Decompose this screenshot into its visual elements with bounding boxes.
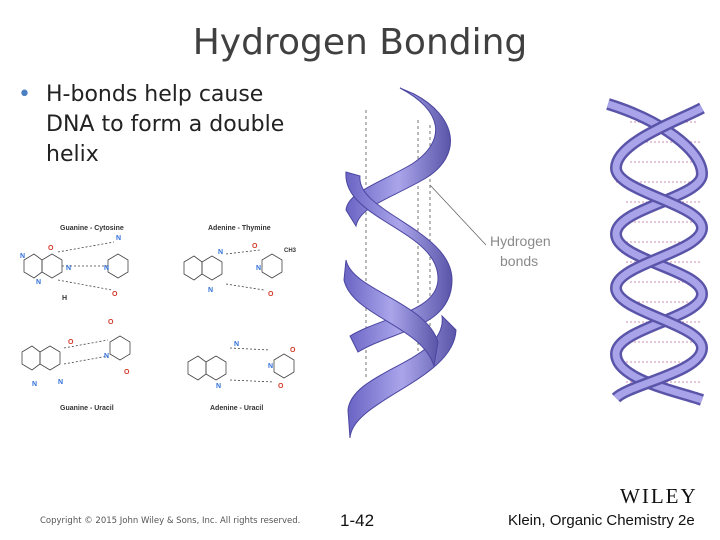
svg-text:O: O xyxy=(290,347,296,354)
dna-helix-illustration: Hydrogen bonds xyxy=(343,87,709,439)
svg-text:O: O xyxy=(108,319,114,326)
slide-number: 1-42 xyxy=(340,511,375,530)
svg-text:N: N xyxy=(58,379,63,386)
label-adenine-uracil: Adenine - Uracil xyxy=(210,405,263,412)
structure-adenine-uracil xyxy=(187,347,295,383)
svg-text:N: N xyxy=(268,363,273,370)
bullet-line-2: DNA to form a double xyxy=(46,112,285,137)
bullet-line-3: helix xyxy=(46,142,99,167)
svg-text:O: O xyxy=(112,291,118,298)
svg-text:N: N xyxy=(104,353,109,360)
svg-text:N: N xyxy=(216,383,221,390)
small-double-helix xyxy=(606,98,709,406)
svg-text:N: N xyxy=(116,235,121,242)
label-adenine-thymine: Adenine - Thymine xyxy=(208,225,271,232)
publisher-logo: WILEY xyxy=(620,484,698,508)
svg-text:O: O xyxy=(124,369,130,376)
bullet-icon: • xyxy=(18,82,31,107)
structure-guanine-cytosine xyxy=(23,241,129,291)
svg-text:O: O xyxy=(252,243,258,250)
book-citation: Klein, Organic Chemistry 2e xyxy=(508,512,695,529)
svg-text:O: O xyxy=(278,383,284,390)
svg-text:N: N xyxy=(256,265,261,272)
svg-text:O: O xyxy=(48,245,54,252)
svg-text:O: O xyxy=(268,291,274,298)
svg-text:N: N xyxy=(20,253,25,260)
svg-text:H: H xyxy=(62,295,67,302)
label-guanine-cytosine: Guanine - Cytosine xyxy=(60,225,124,232)
hydrogen-label-line2: bonds xyxy=(500,253,538,269)
svg-text:N: N xyxy=(104,265,109,272)
base-pair-structures: Guanine - Cytosine O N N N O N N H Adeni… xyxy=(20,225,297,412)
svg-text:O: O xyxy=(68,339,74,346)
large-helix xyxy=(343,87,457,439)
svg-text:N: N xyxy=(234,341,239,348)
bullet-line-1: H-bonds help cause xyxy=(46,82,264,107)
svg-text:N: N xyxy=(66,265,71,272)
structure-adenine-thymine xyxy=(183,249,283,291)
svg-text:N: N xyxy=(208,287,213,294)
pointer-line xyxy=(429,184,487,246)
label-methyl: CH3 xyxy=(284,248,297,254)
svg-text:N: N xyxy=(36,279,41,286)
svg-text:N: N xyxy=(218,249,223,256)
hydrogen-label-line1: Hydrogen xyxy=(490,233,551,249)
structure-guanine-uracil xyxy=(21,335,131,371)
slide-title: Hydrogen Bonding xyxy=(192,22,528,63)
bullet-point: • H-bonds help cause DNA to form a doubl… xyxy=(18,80,308,170)
label-guanine-uracil: Guanine - Uracil xyxy=(60,405,114,412)
copyright-notice: Copyright © 2015 John Wiley & Sons, Inc.… xyxy=(40,516,301,526)
svg-text:N: N xyxy=(32,381,37,388)
